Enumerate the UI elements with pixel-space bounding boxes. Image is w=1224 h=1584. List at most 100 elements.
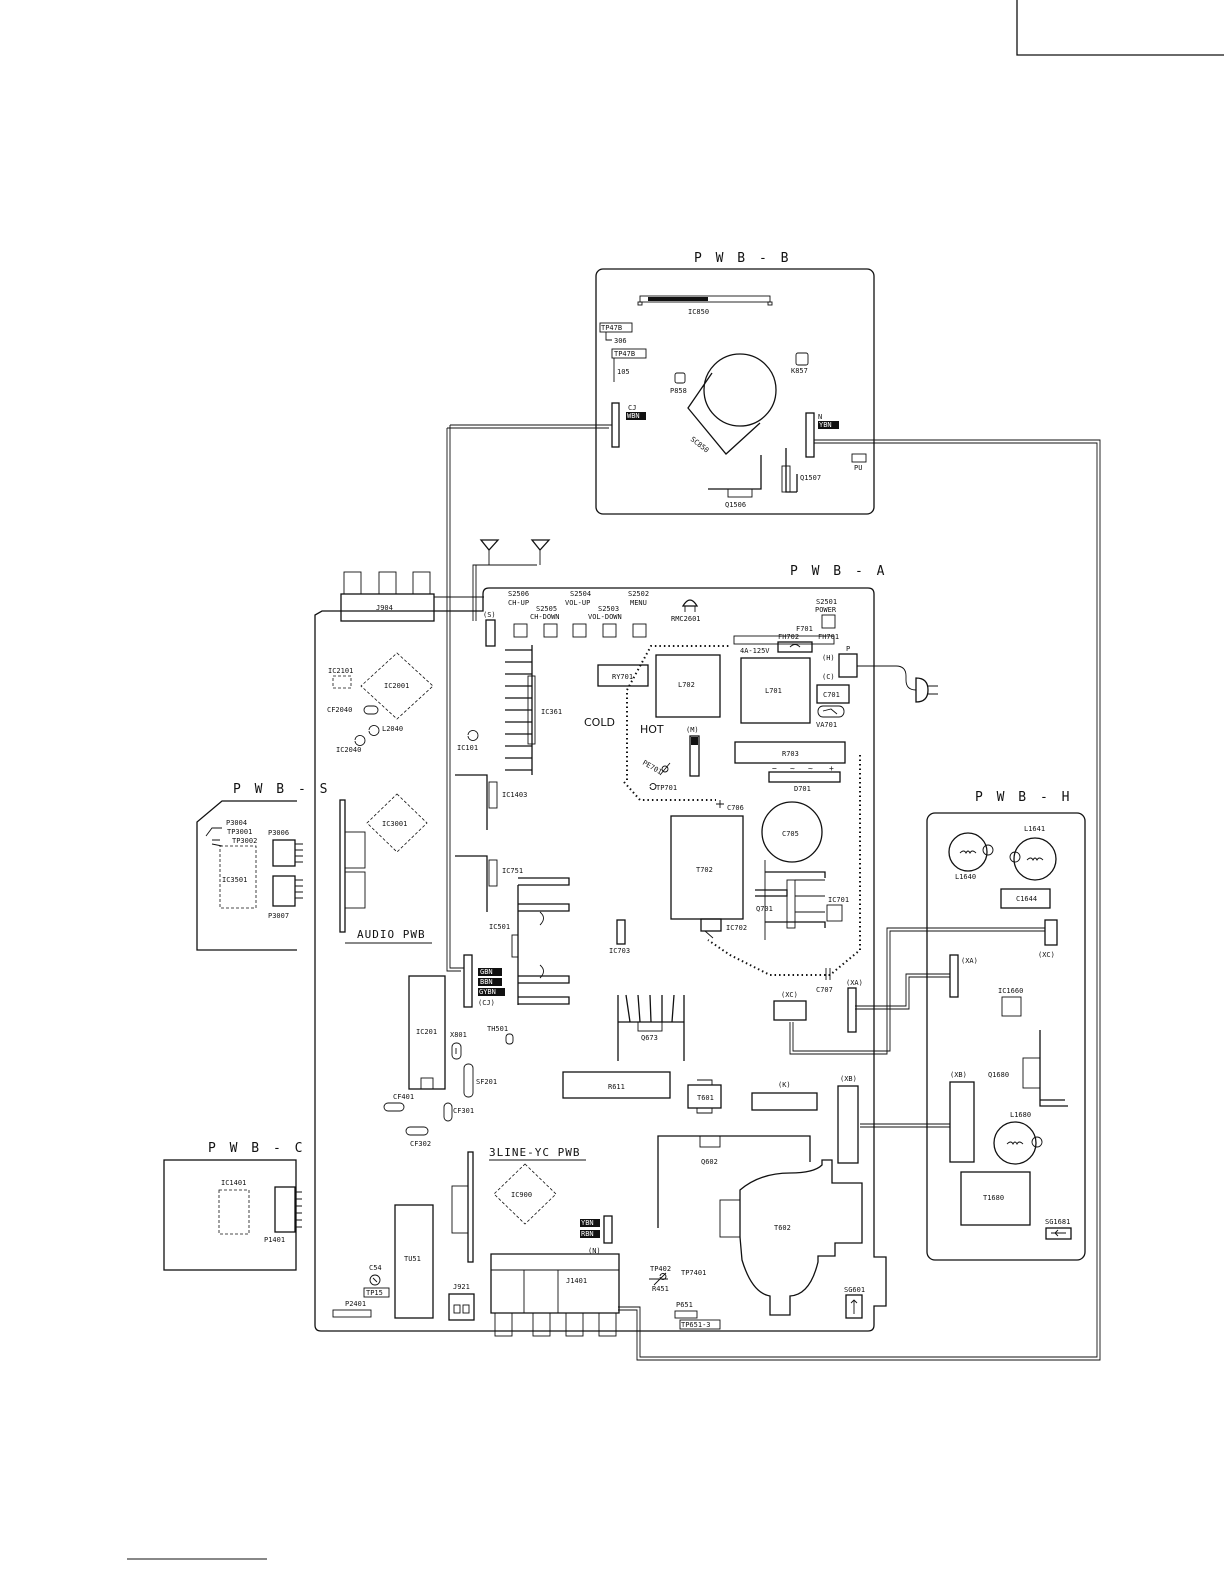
ic751-label: IC751: [502, 867, 523, 875]
q673-heatsink: [617, 994, 685, 1061]
j921-jack: [448, 1293, 475, 1321]
p2401-connector: [332, 1309, 372, 1318]
ic3001-outline: [366, 793, 428, 853]
m-connector: [689, 735, 700, 777]
r611-label: R611: [608, 1083, 625, 1091]
ic1403-transistor: [455, 774, 488, 830]
cf401-label: CF401: [393, 1093, 414, 1101]
ic3001-label: IC3001: [382, 820, 407, 828]
c705-capacitor: [761, 801, 823, 863]
xa-h-label: (XA): [961, 957, 978, 965]
ac-plug-icon: [857, 665, 938, 703]
q673-label: Q673: [641, 1034, 658, 1042]
ic701-label: IC701: [828, 896, 849, 904]
cf301-part: [443, 1102, 453, 1122]
ic2001-label: IC2001: [384, 682, 409, 690]
pwb-s-title: P W B - S: [233, 782, 330, 797]
q1507-label: Q1507: [800, 474, 821, 482]
sg1681-label: SG1681: [1045, 1218, 1070, 1226]
ic850-connector: [637, 295, 773, 306]
p1401-connector: [274, 1186, 302, 1233]
pu-label: PU: [854, 464, 862, 472]
r611-resistor: [562, 1071, 671, 1099]
fuse-holder: [733, 635, 835, 653]
tp7401-label: TP7401: [681, 1269, 706, 1277]
q1507-transistor: [785, 448, 798, 493]
l701-coil: [740, 657, 811, 724]
gybn-label: GYBN: [479, 988, 496, 996]
ic850-label: IC850: [688, 308, 709, 316]
sc850-label: SC850: [689, 435, 711, 454]
ic702-part: [700, 918, 722, 932]
p3007-label: P3007: [268, 912, 289, 920]
p858-label: P858: [670, 387, 687, 395]
c707-part: [825, 968, 831, 980]
s-conn-label: (S): [483, 611, 496, 619]
j1401-av-jack: [490, 1253, 620, 1337]
ic2101-label: IC2101: [328, 667, 353, 675]
hot-cold-divider: [623, 645, 861, 976]
pwb-h-title: P W B - H: [975, 790, 1072, 805]
pwb-c-title: P W B - C: [208, 1141, 305, 1156]
sf201-label: SF201: [476, 1078, 497, 1086]
cf302-part: [405, 1126, 429, 1136]
p-conn-label: P: [846, 645, 850, 653]
x801-label: X801: [450, 1031, 467, 1039]
th501-part: [505, 1033, 514, 1045]
p-connector: [838, 653, 858, 678]
pwb-b-board: [595, 268, 875, 515]
k-conn-label: (K): [778, 1081, 791, 1089]
sg601-label: SG601: [844, 1286, 865, 1294]
tu51-label: TU51: [404, 1255, 421, 1263]
c54-capacitor: [369, 1274, 381, 1286]
n-conn-label: (N): [588, 1247, 601, 1255]
ic703-part: [616, 919, 626, 945]
ic1401-label: IC1401: [221, 1179, 246, 1187]
c707-label: C707: [816, 986, 833, 994]
h-conn-label: (H): [822, 654, 835, 662]
tp15-label: TP15: [366, 1289, 383, 1297]
part-105-label: 105: [617, 368, 630, 376]
ic501-heatsink: [511, 877, 570, 1005]
tu51-tuner: [394, 1204, 434, 1319]
p858-pad: [674, 372, 686, 384]
ic3501-label: IC3501: [222, 876, 247, 884]
xb-connector-a: [837, 1085, 859, 1164]
yc-pwb-board: [467, 1151, 474, 1263]
fh702-label: FH702: [778, 633, 799, 641]
ic101-label: IC101: [457, 744, 478, 752]
va701-label: VA701: [816, 721, 837, 729]
ch-down-label: CH-DOWN: [530, 613, 560, 621]
gbn-label: GBN: [480, 968, 493, 976]
l2040-part: [368, 725, 380, 736]
tp47b-label: TP47B: [614, 350, 635, 358]
k857-pad: [795, 352, 809, 366]
r703-label: R703: [782, 750, 799, 758]
s2505-label: S2505: [536, 605, 557, 613]
sf201-part: [463, 1063, 474, 1098]
ch-up-label: CH-UP: [508, 599, 529, 607]
r451-label: R451: [652, 1285, 669, 1293]
ry701-relay: [597, 664, 649, 687]
q1680-label: Q1680: [988, 1071, 1009, 1079]
p3004-label: P3004: [226, 819, 247, 827]
r703-resistor: [734, 741, 846, 764]
j904-label: J904: [376, 604, 393, 612]
k-connector: [751, 1092, 818, 1111]
ybn-label: YBN: [819, 421, 832, 429]
d701-bridge: [768, 771, 841, 783]
sg601-part: [845, 1294, 863, 1319]
audio-pwb-title: AUDIO PWB: [357, 928, 426, 941]
ic3501-outline: [219, 845, 257, 909]
ic2040-part: [354, 735, 366, 746]
tp701-label: TP701: [656, 784, 677, 792]
cold-label: COLD: [584, 716, 615, 729]
p651-connector: [674, 1310, 698, 1319]
d701-label: D701: [794, 785, 811, 793]
key-switch-row: [513, 623, 647, 638]
xa-connector-a: [847, 987, 857, 1033]
wire-harness: [434, 424, 1101, 1361]
n-connector-b: [805, 412, 815, 458]
ic2040-label: IC2040: [336, 746, 361, 754]
q602-transistor: [657, 1135, 811, 1228]
